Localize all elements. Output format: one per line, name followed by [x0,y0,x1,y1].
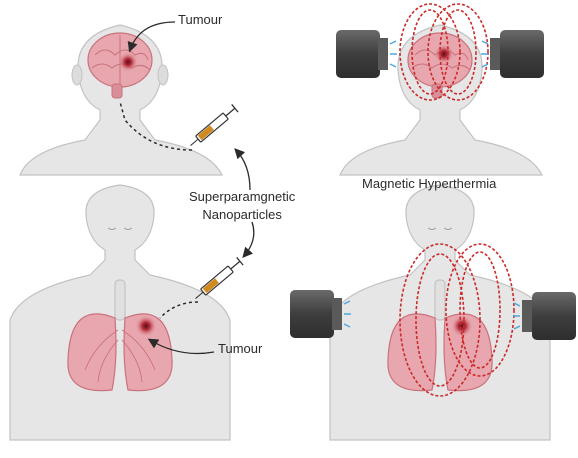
process-arrow-up [236,150,250,190]
tumour-icon [118,52,138,72]
tumour-icon [135,315,157,337]
magnetic-hyperthermia-label: Magnetic Hyperthermia [362,176,496,191]
tumour-label-top: Tumour [178,12,222,27]
process-arrow-down [244,222,254,256]
nanoparticles-label-line1: Superparamgnetic [189,188,295,206]
tumour-icon [434,44,454,64]
nanoparticles-label-line2: Nanoparticles [189,206,295,224]
tumour-label-bottom: Tumour [218,341,262,356]
electromagnet-icon [336,30,397,78]
electromagnet-icon [481,30,544,78]
nanoparticles-label: Superparamgnetic Nanoparticles [189,188,295,224]
syringe-icon [187,104,238,149]
